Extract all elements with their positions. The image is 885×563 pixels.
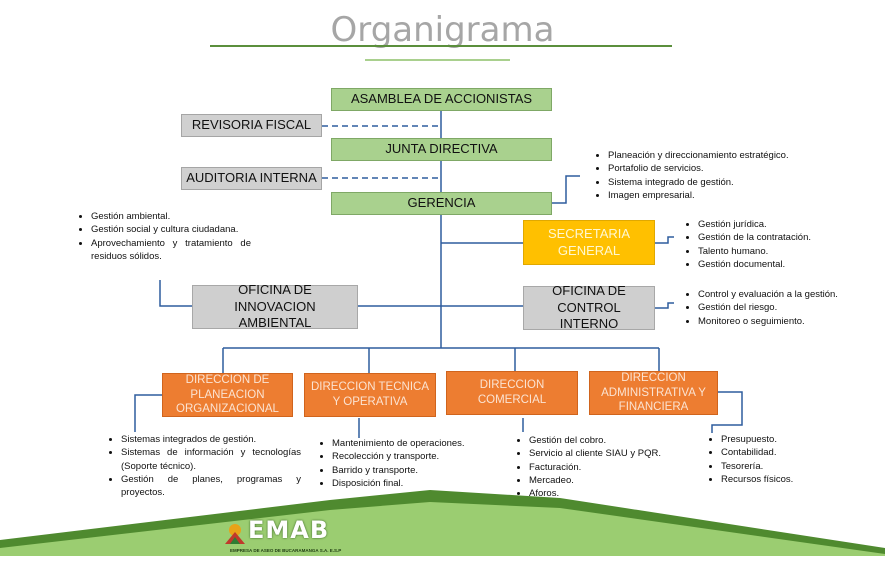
comercial-function-item: Gestión del cobro.: [529, 434, 699, 447]
planeacion-functions-list: Sistemas integrados de gestión.Sistemas …: [103, 433, 301, 499]
planeacion-function-item: Sistemas integrados de gestión.: [121, 433, 301, 446]
gerencia-function-item: Imagen empresarial.: [608, 189, 848, 202]
footer-banner: [0, 490, 885, 563]
comercial-box: DIRECCION COMERCIAL: [446, 371, 578, 415]
innovacion-desc-link: [159, 280, 192, 307]
comercial-functions-list: Gestión del cobro.Servicio al cliente SI…: [511, 434, 699, 500]
control-function-item: Control y evaluación a la gestión.: [698, 288, 885, 301]
planeacion-desc-link: [134, 394, 162, 432]
administrativa-function-item: Contabilidad.: [721, 446, 841, 459]
control-box: OFICINA DE CONTROL INTERNO: [523, 283, 655, 331]
secretaria-desc-link: [655, 236, 674, 244]
tecnica-function-item: Recolección y transporte.: [332, 450, 478, 463]
innovacion-function-item: Gestión ambiental.: [91, 210, 251, 223]
title-underline-secondary: [365, 59, 510, 61]
innovacion-function-item: Gestión social y cultura ciudadana.: [91, 223, 251, 236]
tecnica-function-item: Mantenimiento de operaciones.: [332, 437, 478, 450]
innovacion-functions-list: Gestión ambiental.Gestión social y cultu…: [73, 210, 251, 263]
tecnica-function-item: Disposición final.: [332, 477, 478, 490]
administrativa-desc-link: [711, 391, 743, 433]
comercial-function-item: Mercadeo.: [529, 474, 699, 487]
administrativa-functions-list: Presupuesto.Contabilidad.Tesorería.Recur…: [703, 433, 841, 486]
emab-logo-subtitle: EMPRESA DE ASEO DE BUCARAMANGA S.A. E.S.…: [230, 548, 342, 553]
asamblea-box: ASAMBLEA DE ACCIONISTAS: [331, 88, 552, 111]
tecnica-functions-list: Mantenimiento de operaciones.Recolección…: [314, 437, 478, 490]
secretaria-function-item: Gestión de la contratación.: [698, 231, 885, 244]
comercial-function-item: Servicio al cliente SIAU y PQR.: [529, 447, 699, 460]
auditoria-box: AUDITORIA INTERNA: [181, 167, 322, 190]
gerencia-function-item: Planeación y direccionamiento estratégic…: [608, 149, 848, 162]
secretaria-function-item: Gestión jurídica.: [698, 218, 885, 231]
secretaria-functions-list: Gestión jurídica.Gestión de la contratac…: [680, 218, 885, 271]
administrativa-function-item: Recursos físicos.: [721, 473, 841, 486]
emab-logo-text: EMAB: [248, 516, 330, 544]
planeacion-function-item: Sistemas de información y tecnologías (S…: [121, 446, 301, 473]
innovacion-box: OFICINA DE INNOVACION AMBIENTAL: [192, 282, 358, 330]
comercial-function-item: Facturación.: [529, 461, 699, 474]
page-title: Organigrama: [330, 10, 555, 50]
comercial-function-item: Aforos.: [529, 487, 699, 500]
planeacion-function-item: Gestión de planes, programas y proyectos…: [121, 473, 301, 500]
gerencia-box: GERENCIA: [331, 192, 552, 215]
innovacion-function-item: Aprovechamiento y tratamiento de residuo…: [91, 237, 251, 264]
tecnica-box: DIRECCION TECNICA Y OPERATIVA: [304, 373, 436, 417]
junta-box: JUNTA DIRECTIVA: [331, 138, 552, 161]
gerencia-function-item: Sistema integrado de gestión.: [608, 176, 848, 189]
secretaria-function-item: Talento humano.: [698, 245, 885, 258]
gerencia-desc-link: [551, 175, 580, 204]
control-function-item: Gestión del riesgo.: [698, 301, 885, 314]
control-desc-link: [655, 302, 674, 309]
tecnica-function-item: Barrido y transporte.: [332, 464, 478, 477]
secretaria-function-item: Gestión documental.: [698, 258, 885, 271]
control-function-item: Monitoreo o seguimiento.: [698, 315, 885, 328]
planeacion-box: DIRECCION DE PLANEACION ORGANIZACIONAL: [162, 373, 293, 417]
gerencia-functions-list: Planeación y direccionamiento estratégic…: [590, 149, 848, 202]
secretaria-box: SECRETARIA GENERAL: [523, 220, 655, 265]
emab-logo-icon: [222, 520, 248, 546]
gerencia-function-item: Portafolio de servicios.: [608, 162, 848, 175]
revisoria-box: REVISORIA FISCAL: [181, 114, 322, 137]
administrativa-function-item: Presupuesto.: [721, 433, 841, 446]
title-underline: [210, 45, 672, 47]
administrativa-function-item: Tesorería.: [721, 460, 841, 473]
control-functions-list: Control y evaluación a la gestión.Gestió…: [680, 288, 885, 328]
administrativa-box: DIRECCION ADMINISTRATIVA Y FINANCIERA: [589, 371, 718, 415]
